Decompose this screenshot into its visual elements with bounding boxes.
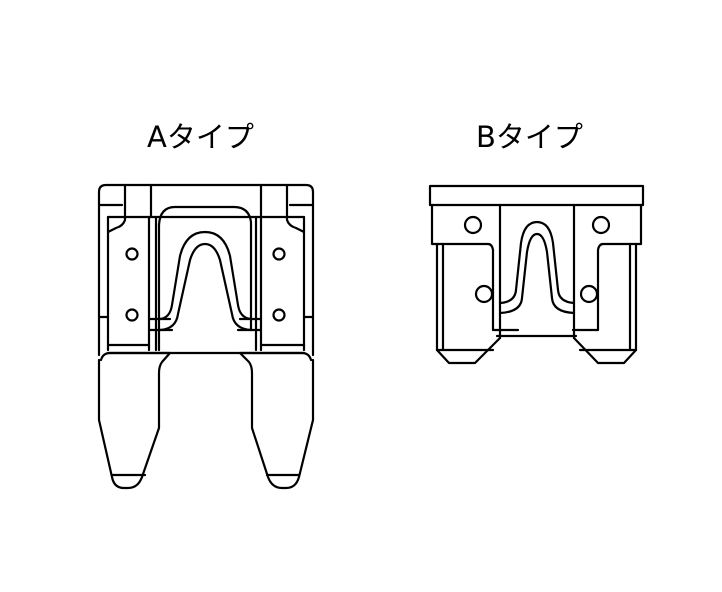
hole-icon: [272, 308, 286, 322]
hole-icon: [125, 247, 139, 261]
fuse-b-element: [498, 220, 576, 315]
hole-icon: [579, 284, 599, 304]
hole-icon: [125, 308, 139, 322]
fuse-a-blades: [97, 351, 315, 490]
fuse-b-body: [430, 203, 643, 365]
fuse-a-label: Aタイプ: [147, 120, 254, 154]
fuse-b-cap: [428, 184, 645, 207]
fuse-b-label: Bタイプ: [476, 120, 583, 154]
fuse-a-element: [158, 230, 253, 332]
hole-icon: [591, 215, 611, 235]
hole-icon: [463, 215, 483, 235]
fuse-a-holes: [125, 247, 286, 322]
hole-icon: [474, 284, 494, 304]
hole-icon: [272, 247, 286, 261]
fuse-b-holes: [463, 215, 611, 304]
